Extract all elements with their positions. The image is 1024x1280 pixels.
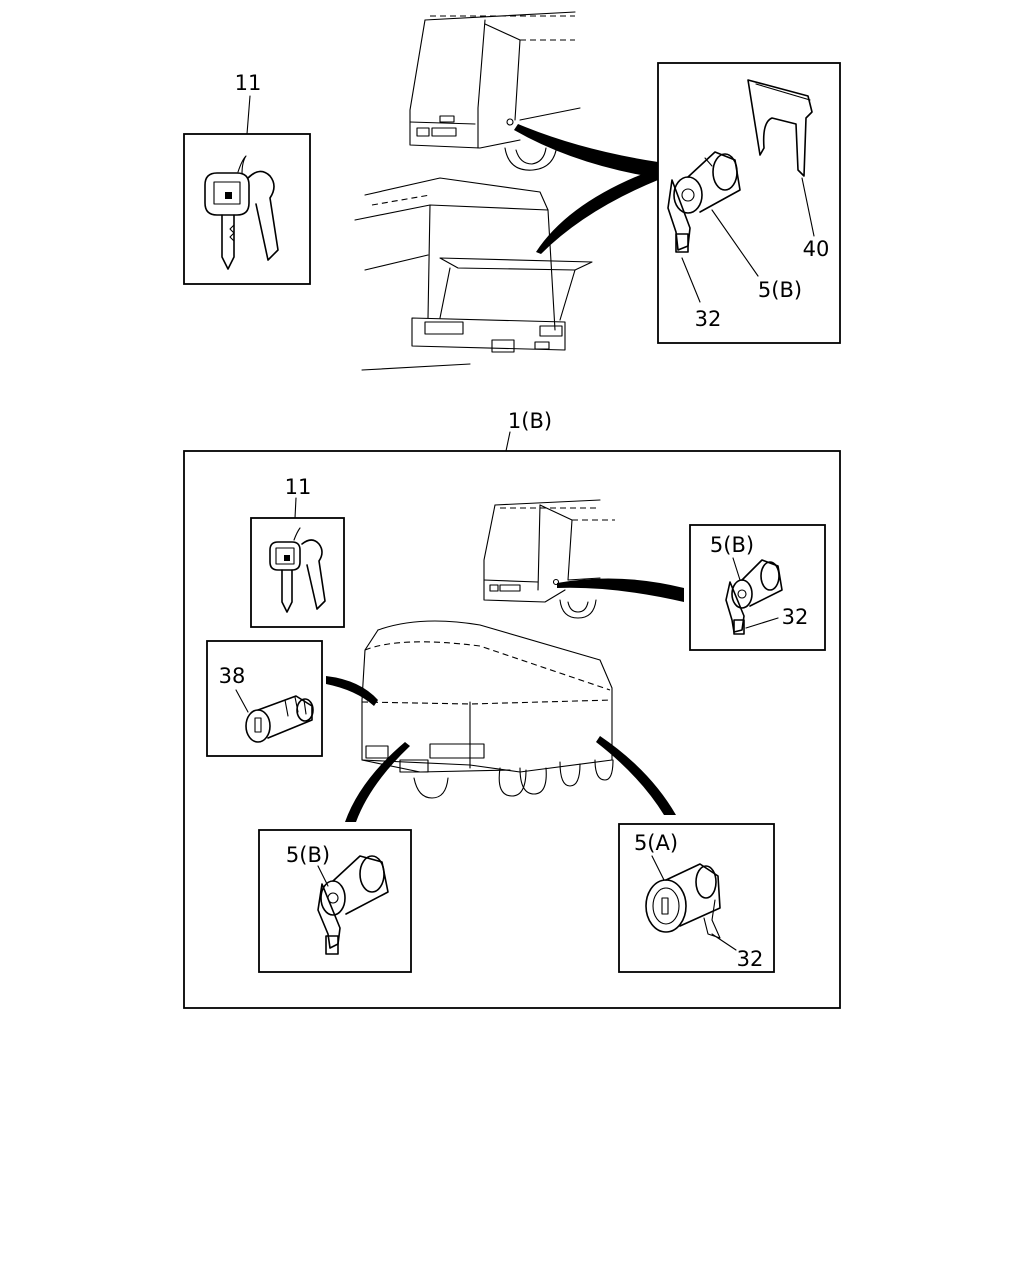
rear-lock-cylinder: [245, 695, 314, 743]
lock-detail-box-bottom-right: [618, 823, 775, 973]
key-icon: [204, 155, 279, 270]
lock-cylinder-a: [645, 863, 721, 939]
pointer-wedge: [345, 742, 410, 822]
pointer-wedge: [326, 676, 378, 706]
callout-5b-right: 5(B): [710, 533, 754, 557]
callout-1b: 1(B): [508, 409, 552, 433]
lock-cylinder: [725, 559, 783, 635]
van-illustration: [361, 620, 614, 799]
truck-illustration-top: [409, 11, 581, 171]
pointer-wedge: [596, 736, 676, 815]
callout-11-inner: 11: [285, 475, 312, 499]
callout-5b-top: 5(B): [758, 278, 802, 302]
pointer-wedge: [557, 578, 684, 602]
callout-32-right: 32: [782, 605, 809, 629]
truck-illustration-inner: [483, 499, 615, 619]
key-set-box-inner: [250, 497, 345, 628]
lock-detail-box-bottom-left: [258, 829, 412, 973]
callout-5b-bottom-left: 5(B): [286, 843, 330, 867]
lock-cylinder: [667, 151, 741, 253]
lock-cylinder: [317, 855, 389, 955]
truck-illustration-mid: [354, 177, 593, 371]
lock-detail-box-top: [657, 62, 841, 344]
pointer-wedge: [514, 124, 658, 178]
callout-5a: 5(A): [634, 831, 678, 855]
callout-32-top: 32: [695, 307, 722, 331]
key-icon: [269, 527, 326, 613]
callout-11-top: 11: [235, 71, 262, 95]
lock-detail-box-rear: [206, 640, 323, 757]
callout-40: 40: [803, 237, 830, 261]
cover-plate: [747, 79, 813, 177]
key-set-box-top: [183, 95, 311, 285]
pointer-wedge: [536, 168, 658, 254]
callout-32-bottom-right: 32: [737, 947, 764, 971]
lock-detail-box-right: [689, 524, 826, 651]
callout-38: 38: [219, 664, 246, 688]
